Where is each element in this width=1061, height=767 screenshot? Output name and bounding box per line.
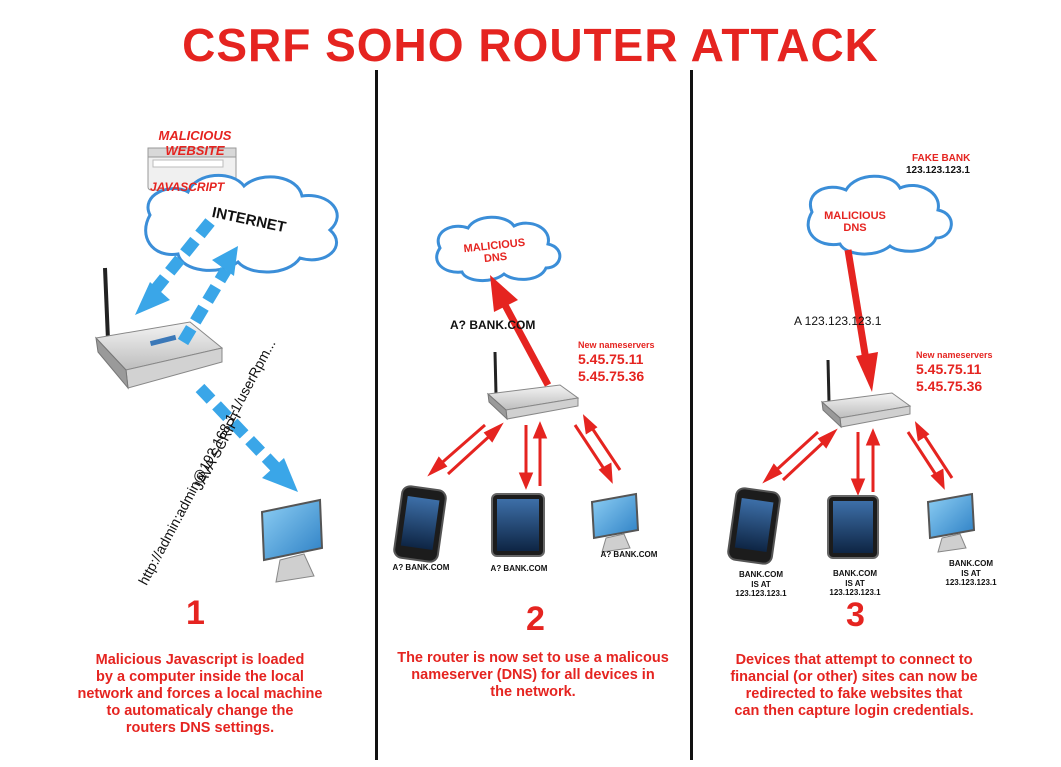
malicious-dns-label-3: MALICIOUS DNS	[824, 210, 886, 234]
blue-arrow-to-computer	[195, 383, 298, 492]
computer-monitor-icon-2	[590, 492, 640, 553]
nameserver-1-3: 5.45.75.11	[916, 361, 982, 377]
router-icon-3	[820, 359, 912, 429]
monitor-query-label: A? BANK.COM	[600, 550, 658, 559]
fake-bank-ip: 123.123.123.1	[906, 165, 970, 176]
malicious-dns-cloud-icon-3	[806, 174, 953, 256]
phone-query-label: A? BANK.COM	[392, 563, 450, 572]
javascript-label: JAVASCRIPT	[150, 180, 225, 194]
smartphone-icon-2	[393, 485, 447, 563]
malicious-website-label: MALICIOUS WEBSITE	[158, 128, 232, 158]
red-arrows-phone-2	[427, 422, 504, 477]
router-icon-2	[486, 351, 580, 421]
nameservers-heading-2: New nameservers	[578, 340, 655, 350]
red-query-arrow	[490, 275, 552, 387]
dns-answer-label: A 123.123.123.1	[794, 314, 882, 328]
blue-arrow-down	[135, 218, 215, 315]
step-1-description: Malicious Javascript is loaded by a comp…	[77, 652, 323, 736]
smartphone-icon-3	[727, 487, 781, 565]
phone-answer-label: BANK.COM IS AT 123.123.123.1	[735, 570, 787, 598]
tablet-answer-label: BANK.COM IS AT 123.123.123.1	[829, 569, 881, 597]
computer-monitor-icon	[260, 498, 324, 583]
step-3-description: Devices that attempt to connect to finan…	[730, 652, 978, 719]
red-answer-arrow	[844, 249, 878, 392]
tablet-icon-3	[827, 495, 879, 559]
red-arrows-tablet-2	[518, 421, 548, 490]
computer-monitor-icon-3	[926, 492, 976, 553]
step-number-1: 1	[186, 594, 205, 632]
nameserver-2-3: 5.45.75.36	[916, 378, 983, 394]
nameserver-1-2: 5.45.75.11	[578, 351, 644, 367]
fake-bank-label: FAKE BANK	[912, 153, 971, 164]
page-title: CSRF SOHO ROUTER ATTACK	[182, 19, 879, 71]
malicious-dns-cloud-icon-2	[435, 215, 562, 282]
panel-divider-2	[690, 70, 693, 760]
nameservers-heading-3: New nameservers	[916, 350, 993, 360]
red-arrows-monitor-2	[573, 414, 622, 484]
step-2-description: The router is now set to use a malicous …	[397, 650, 669, 700]
nameserver-2-2: 5.45.75.36	[578, 368, 645, 384]
panel-divider-1	[375, 70, 378, 760]
step-number-3: 3	[846, 596, 865, 634]
tablet-query-label: A? BANK.COM	[490, 564, 548, 573]
monitor-answer-label: BANK.COM IS AT 123.123.123.1	[945, 559, 997, 587]
step-number-2: 2	[526, 600, 545, 638]
tablet-icon-2	[491, 493, 545, 557]
red-arrows-tablet-3	[850, 428, 881, 496]
red-arrows-monitor-3	[906, 421, 954, 490]
red-arrows-phone-3	[762, 428, 838, 484]
dns-query-label: A? BANK.COM	[450, 318, 536, 332]
blue-arrow-up	[177, 246, 238, 346]
